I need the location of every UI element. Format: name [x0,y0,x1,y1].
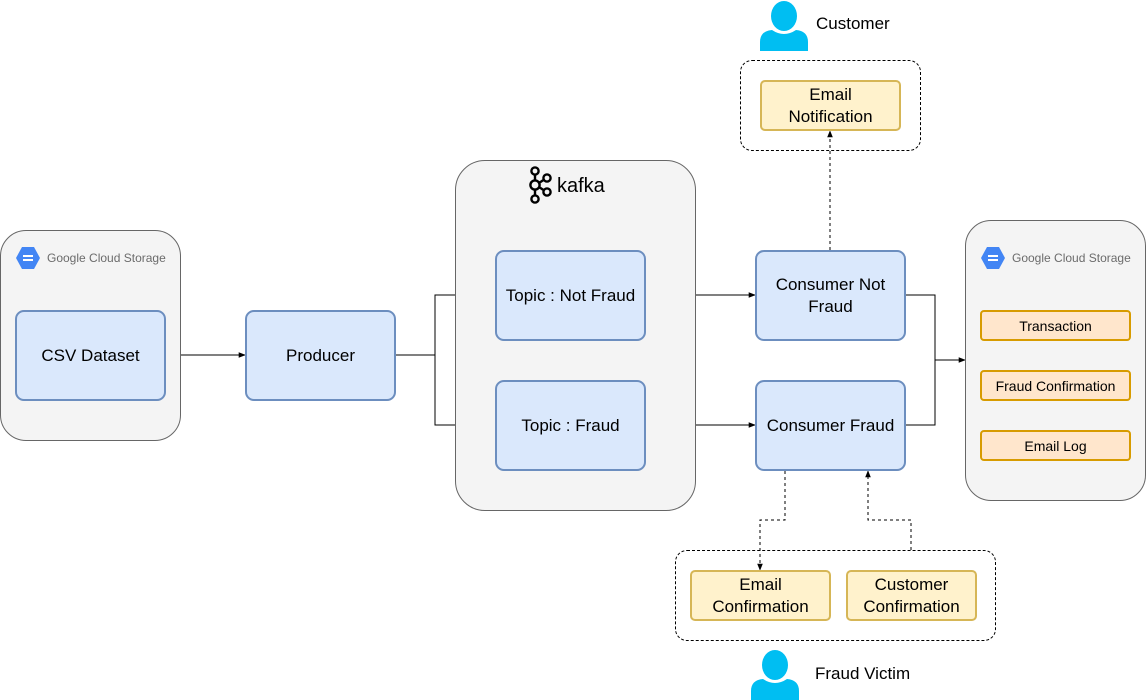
edge-consumer-not-fraud-to-storage [906,294,966,363]
consumer-fraud-node[interactable]: Consumer Fraud [755,380,906,471]
storage-item-email-log[interactable]: Email Log [980,430,1131,461]
topic-not-fraud-node[interactable]: Topic : Not Fraud [495,250,646,341]
edge-consumer-fraud-to-email-confirmation [757,471,786,571]
kafka-logo: kafka [528,166,605,206]
csv-dataset-node[interactable]: CSV Dataset [15,310,166,401]
gcs-product: Cloud Storage [1054,251,1131,265]
gcs-icon [16,247,40,269]
consumer-not-fraud-node[interactable]: Consumer Not Fraud [755,250,906,341]
gcs-product: Cloud Storage [89,251,166,265]
fraud-victim-person-icon [751,650,799,700]
gcs-brand: Google [47,251,86,265]
email-notification-node[interactable]: Email Notification [760,80,901,131]
storage-item-transaction[interactable]: Transaction [980,310,1131,341]
producer-node[interactable]: Producer [245,310,396,401]
customer-group [740,60,921,151]
kafka-label: kafka [557,174,605,197]
customer-person-icon [760,1,808,51]
customer-confirmation-node[interactable]: Customer Confirmation [846,570,977,621]
fraud-victim-label: Fraud Victim [815,664,911,683]
kafka-icon [529,166,552,204]
gcs-icon [981,247,1005,269]
fraud-victim-group [675,550,996,641]
email-confirmation-node[interactable]: Email Confirmation [690,570,831,621]
edge-consumer-fraud-to-storage [906,360,936,426]
source-gcs-logo: Google Cloud Storage [15,246,166,270]
storage-item-fraud-confirmation[interactable]: Fraud Confirmation [980,370,1131,401]
edge-customer-confirmation-to-consumer-fraud [865,470,912,550]
gcs-brand: Google [1012,251,1051,265]
customer-label: Customer [816,14,890,33]
topic-fraud-node[interactable]: Topic : Fraud [495,380,646,471]
sink-gcs-logo: Google Cloud Storage [980,246,1131,270]
